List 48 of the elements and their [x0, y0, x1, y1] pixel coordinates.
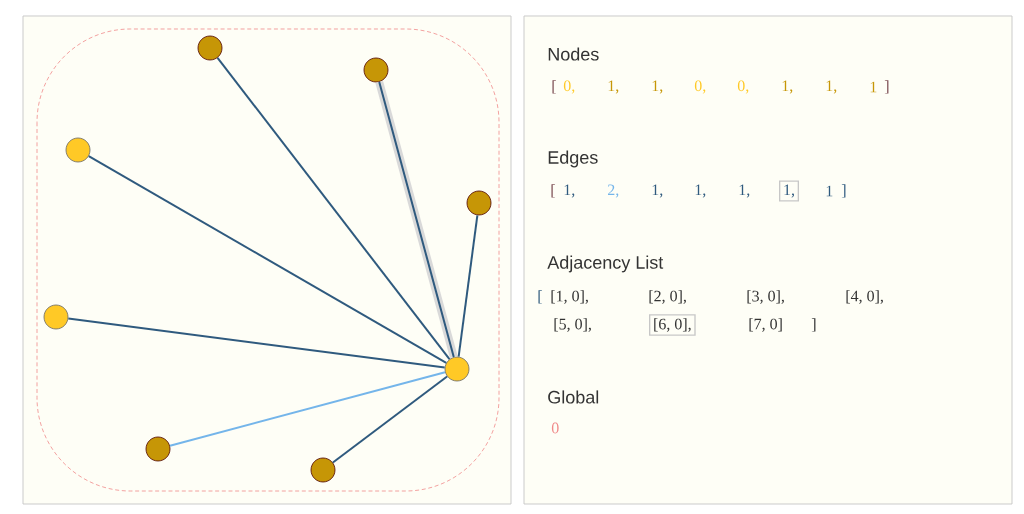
list-item: [ [551, 184, 555, 198]
graph-node [363, 57, 389, 83]
list-item: 0 [551, 422, 559, 434]
list-item: 1, [608, 80, 619, 94]
graph-node [444, 356, 470, 382]
graph-node [43, 304, 69, 330]
section-heading: Global [548, 390, 599, 404]
highlighted-item: [6, 0], [649, 314, 696, 336]
list-item: [1, 0], [551, 290, 588, 304]
edge-line [375, 80, 458, 359]
list-item: [7, 0] [749, 318, 782, 332]
list-item: 0, [694, 80, 706, 94]
graph-node [197, 35, 223, 61]
list-item: [3, 0], [747, 290, 784, 304]
list-item: [5, 0], [554, 318, 591, 332]
list-item: 1, [739, 184, 750, 198]
list-item: [4, 0], [846, 290, 883, 304]
list-item: [ [538, 290, 542, 304]
graph-node [65, 137, 91, 163]
edge-line [169, 371, 447, 447]
section-heading: Nodes [548, 47, 599, 61]
list-item: 0, [563, 80, 575, 94]
list-item: ] [884, 80, 889, 94]
list-item: 1, [695, 184, 706, 198]
list-item: ] [811, 318, 816, 332]
list-item: 1, [826, 80, 837, 94]
list-item: 2, [608, 184, 619, 198]
list-item: 1 [826, 185, 833, 197]
edge-line [331, 375, 449, 464]
graph-node [145, 436, 171, 462]
list-item: 1, [652, 80, 663, 94]
section-heading: Edges [548, 150, 598, 168]
graph-node [310, 457, 336, 483]
edge-line [87, 155, 448, 364]
list-item: 1, [652, 184, 663, 198]
edge-line [457, 214, 479, 358]
list-item: 1 [870, 81, 877, 93]
list-item: 0, [737, 80, 749, 94]
list-item: 1, [782, 80, 793, 94]
list-item: [ [552, 80, 556, 94]
list-item: [2, 0], [649, 290, 686, 304]
list-item: ] [841, 184, 846, 198]
section-heading: Adjacency List [547, 255, 664, 273]
edge-line [216, 56, 451, 361]
list-item: 1, [564, 184, 575, 198]
highlighted-item: 1, [779, 180, 799, 202]
edge-line [67, 317, 446, 369]
graph-node [466, 190, 492, 216]
